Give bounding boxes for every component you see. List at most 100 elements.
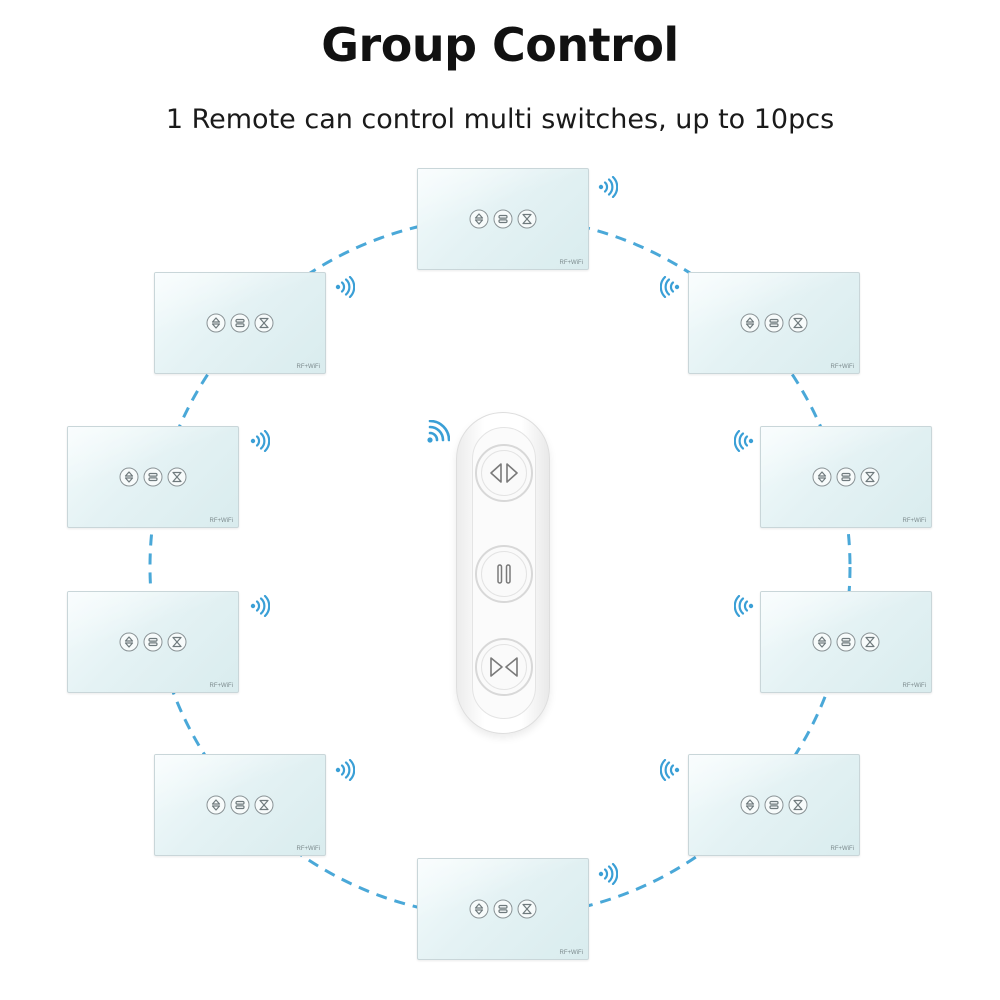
stop-icon	[769, 800, 779, 810]
switch-hourglass-button[interactable]	[167, 632, 187, 652]
up-down-icon	[211, 317, 221, 329]
switch-stop-button[interactable]	[143, 467, 163, 487]
switch-button-row	[812, 467, 880, 487]
switch-button-row	[740, 313, 808, 333]
switch-up-down-button[interactable]	[812, 632, 832, 652]
switch-stop-button[interactable]	[230, 313, 250, 333]
switch-stop-button[interactable]	[493, 209, 513, 229]
switch-label: RF+WiFi	[296, 846, 321, 852]
hourglass-icon	[522, 213, 532, 225]
stop-icon	[148, 472, 158, 482]
up-down-icon	[745, 799, 755, 811]
up-down-icon	[474, 213, 484, 225]
wall-switch: RF+WiFi	[688, 272, 860, 374]
stop-icon	[498, 214, 508, 224]
switch-button-row	[206, 313, 274, 333]
remote-open-button[interactable]	[475, 444, 533, 502]
stop-icon	[769, 318, 779, 328]
switch-button-row	[812, 632, 880, 652]
wall-switch: RF+WiFi	[67, 426, 239, 528]
switch-up-down-button[interactable]	[206, 795, 226, 815]
hourglass-icon	[865, 636, 875, 648]
switch-stop-button[interactable]	[143, 632, 163, 652]
wall-switch: RF+WiFi	[760, 591, 932, 693]
close-icon	[490, 657, 518, 677]
stop-icon	[235, 800, 245, 810]
switch-stop-button[interactable]	[230, 795, 250, 815]
switch-hourglass-button[interactable]	[788, 313, 808, 333]
remote-close-button[interactable]	[475, 638, 533, 696]
switch-up-down-button[interactable]	[740, 795, 760, 815]
stop-icon	[235, 318, 245, 328]
switch-hourglass-button[interactable]	[788, 795, 808, 815]
wifi-signal-icon	[660, 759, 680, 781]
switch-hourglass-button[interactable]	[254, 795, 274, 815]
wifi-signal-icon	[250, 595, 270, 617]
page-subtitle: 1 Remote can control multi switches, up …	[165, 104, 835, 135]
up-down-icon	[474, 903, 484, 915]
switch-hourglass-button[interactable]	[517, 209, 537, 229]
switch-hourglass-button[interactable]	[860, 632, 880, 652]
wall-switch: RF+WiFi	[760, 426, 932, 528]
switch-hourglass-button[interactable]	[860, 467, 880, 487]
switch-up-down-button[interactable]	[812, 467, 832, 487]
switch-up-down-button[interactable]	[119, 632, 139, 652]
hourglass-icon	[172, 636, 182, 648]
switch-label: RF+WiFi	[209, 683, 234, 689]
switch-button-row	[469, 209, 537, 229]
switch-hourglass-button[interactable]	[254, 313, 274, 333]
switch-label: RF+WiFi	[830, 364, 855, 370]
switch-stop-button[interactable]	[836, 467, 856, 487]
stop-icon	[841, 472, 851, 482]
switch-button-row	[119, 632, 187, 652]
up-down-icon	[817, 471, 827, 483]
switch-up-down-button[interactable]	[740, 313, 760, 333]
switch-button-row	[206, 795, 274, 815]
remote-wifi-icon	[427, 420, 450, 443]
switch-hourglass-button[interactable]	[517, 899, 537, 919]
hourglass-icon	[259, 799, 269, 811]
up-down-icon	[124, 636, 134, 648]
open-icon	[490, 463, 518, 483]
pause-icon	[497, 564, 511, 584]
switch-label: RF+WiFi	[209, 518, 234, 524]
hourglass-icon	[793, 799, 803, 811]
switch-up-down-button[interactable]	[119, 467, 139, 487]
switch-label: RF+WiFi	[296, 364, 321, 370]
wall-switch: RF+WiFi	[417, 858, 589, 960]
up-down-icon	[124, 471, 134, 483]
up-down-icon	[211, 799, 221, 811]
switch-stop-button[interactable]	[764, 795, 784, 815]
switch-up-down-button[interactable]	[206, 313, 226, 333]
page-title: Group Control	[321, 18, 679, 72]
wall-switch: RF+WiFi	[67, 591, 239, 693]
wall-switch: RF+WiFi	[154, 272, 326, 374]
switch-up-down-button[interactable]	[469, 209, 489, 229]
remote-control	[456, 412, 550, 734]
switch-stop-button[interactable]	[836, 632, 856, 652]
hourglass-icon	[793, 317, 803, 329]
wifi-signal-icon	[598, 176, 618, 198]
hourglass-icon	[522, 903, 532, 915]
stop-icon	[498, 904, 508, 914]
up-down-icon	[817, 636, 827, 648]
stop-icon	[148, 637, 158, 647]
stop-icon	[841, 637, 851, 647]
switch-stop-button[interactable]	[493, 899, 513, 919]
wifi-signal-icon	[335, 759, 355, 781]
wifi-signal-icon	[734, 595, 754, 617]
switch-stop-button[interactable]	[764, 313, 784, 333]
switch-up-down-button[interactable]	[469, 899, 489, 919]
remote-pause-button[interactable]	[475, 545, 533, 603]
wifi-signal-icon	[734, 430, 754, 452]
hourglass-icon	[865, 471, 875, 483]
switch-button-row	[740, 795, 808, 815]
switch-hourglass-button[interactable]	[167, 467, 187, 487]
up-down-icon	[745, 317, 755, 329]
switch-label: RF+WiFi	[559, 950, 584, 956]
switch-button-row	[119, 467, 187, 487]
switch-label: RF+WiFi	[902, 518, 927, 524]
wall-switch: RF+WiFi	[417, 168, 589, 270]
hourglass-icon	[172, 471, 182, 483]
